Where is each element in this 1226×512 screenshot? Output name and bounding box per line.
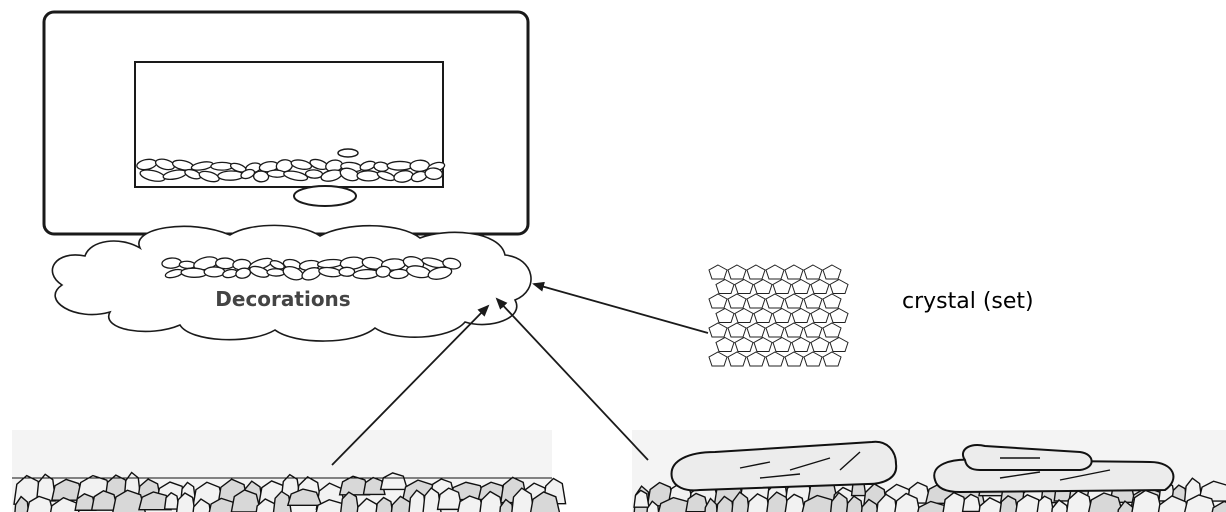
crystal [792, 280, 810, 294]
crystal [735, 280, 753, 294]
arrow-crystal-to-cloud [534, 284, 708, 333]
crystal [716, 338, 734, 352]
crystal [728, 323, 746, 337]
pebble [305, 169, 322, 178]
crystal [709, 352, 727, 366]
large-oval [294, 186, 356, 206]
crystal [735, 338, 753, 352]
crystal [773, 309, 791, 323]
crystal [766, 294, 784, 308]
crystal [709, 323, 727, 337]
pebble [267, 269, 285, 277]
crystal [747, 265, 765, 279]
crystal [830, 338, 848, 352]
pebble [425, 167, 443, 179]
pebble [267, 170, 286, 178]
crystal [709, 265, 727, 279]
crystal [773, 338, 791, 352]
pebble [181, 268, 207, 278]
crystal [811, 309, 829, 323]
crystal [728, 352, 746, 366]
crystal [804, 294, 822, 308]
crystal [785, 323, 803, 337]
pebble [218, 171, 244, 181]
small-oval [338, 149, 358, 157]
crystal [811, 338, 829, 352]
crystal [747, 352, 765, 366]
crystal [728, 265, 746, 279]
pebble [204, 267, 225, 277]
crystal [766, 265, 784, 279]
crystal [785, 265, 803, 279]
decorations-cloud [52, 225, 531, 341]
crystal-set-icon [709, 265, 848, 366]
pebble [387, 161, 412, 170]
crystal [766, 352, 784, 366]
crystal [754, 309, 772, 323]
crystal [747, 294, 765, 308]
crystal [792, 338, 810, 352]
crystal [830, 309, 848, 323]
cloud-label: Decorations [215, 287, 350, 311]
crystal [785, 294, 803, 308]
crystal [754, 280, 772, 294]
crystal [823, 294, 841, 308]
stones-decoration [12, 430, 566, 512]
crystal [766, 323, 784, 337]
crystal [804, 352, 822, 366]
crystal [823, 265, 841, 279]
crystal [747, 323, 765, 337]
crystal [754, 338, 772, 352]
crystal [804, 323, 822, 337]
logs-decoration [632, 430, 1226, 512]
crystal [709, 294, 727, 308]
crystal [716, 309, 734, 323]
crystal [785, 352, 803, 366]
crystal [823, 323, 841, 337]
pebble [339, 267, 354, 276]
crystal [830, 280, 848, 294]
pebble [211, 162, 233, 170]
crystal [811, 280, 829, 294]
pebble [357, 171, 380, 182]
crystal [792, 309, 810, 323]
crystal [773, 280, 791, 294]
crystal [728, 294, 746, 308]
crystal [823, 352, 841, 366]
crystal [735, 309, 753, 323]
crystal [804, 265, 822, 279]
pebble [253, 171, 269, 183]
crystal [716, 280, 734, 294]
crystal-label: crystal (set) [902, 289, 1034, 314]
